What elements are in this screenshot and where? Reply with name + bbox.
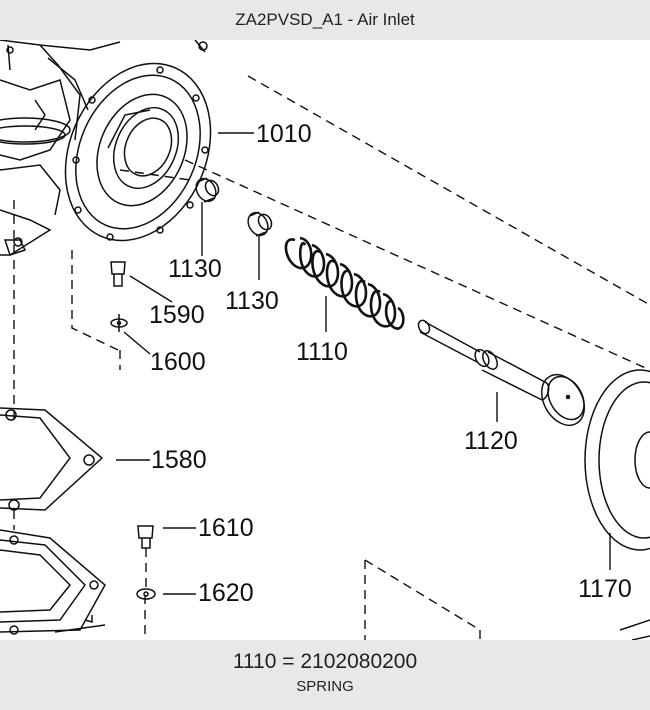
part-1170-diaphragm[interactable]	[584, 369, 650, 551]
callout-1620[interactable]: 1620	[198, 579, 254, 607]
selected-part-info-panel: 1110 = 2102080200 SPRING	[0, 640, 650, 710]
exploded-parts-diagram[interactable]: 1010 1130 1130 1590 1600 1110 1120 1580 …	[0, 40, 650, 640]
callout-1110[interactable]: 1110	[296, 338, 348, 366]
callout-1130[interactable]: 1130	[168, 255, 222, 283]
selected-part-code: 2102080200	[300, 650, 418, 673]
part-1120-valve[interactable]	[416, 318, 593, 432]
callout-1600[interactable]: 1600	[150, 348, 206, 376]
callout-1170[interactable]: 1170	[578, 575, 632, 603]
window-title-bar: ZA2PVSD_A1 - Air Inlet	[0, 0, 650, 40]
part-1130-bushing-1[interactable]	[192, 175, 221, 205]
callout-1130[interactable]: 1130	[225, 287, 279, 315]
part-1110-spring[interactable]	[284, 236, 405, 330]
diagram-title: ZA2PVSD_A1 - Air Inlet	[235, 10, 415, 29]
part-1620-washer[interactable]	[136, 588, 156, 600]
equals-sign: =	[282, 650, 295, 673]
part-1590-screw[interactable]	[110, 261, 126, 287]
selected-part-line: 1110 = 2102080200	[0, 640, 650, 674]
callout-1610[interactable]: 1610	[198, 514, 254, 542]
air-inlet-housing[interactable]	[0, 40, 208, 256]
callout-1580[interactable]: 1580	[151, 446, 207, 474]
part-1010-flange[interactable]	[38, 40, 237, 263]
lower-base-plate[interactable]	[0, 529, 106, 635]
callout-1120[interactable]: 1120	[464, 427, 518, 455]
selected-part-number: 1110	[232, 650, 277, 673]
part-1580-gasket[interactable]	[0, 407, 104, 511]
callout-leader-lines	[116, 132, 611, 595]
part-1600-washer[interactable]	[110, 314, 128, 332]
assembly-guide-lines	[13, 75, 650, 640]
part-1610-screw[interactable]	[137, 525, 154, 549]
callout-1590[interactable]: 1590	[149, 301, 205, 329]
callout-1010[interactable]: 1010	[256, 120, 312, 148]
part-1130-bushing-2[interactable]	[244, 209, 274, 239]
selected-part-description: SPRING	[296, 678, 354, 695]
